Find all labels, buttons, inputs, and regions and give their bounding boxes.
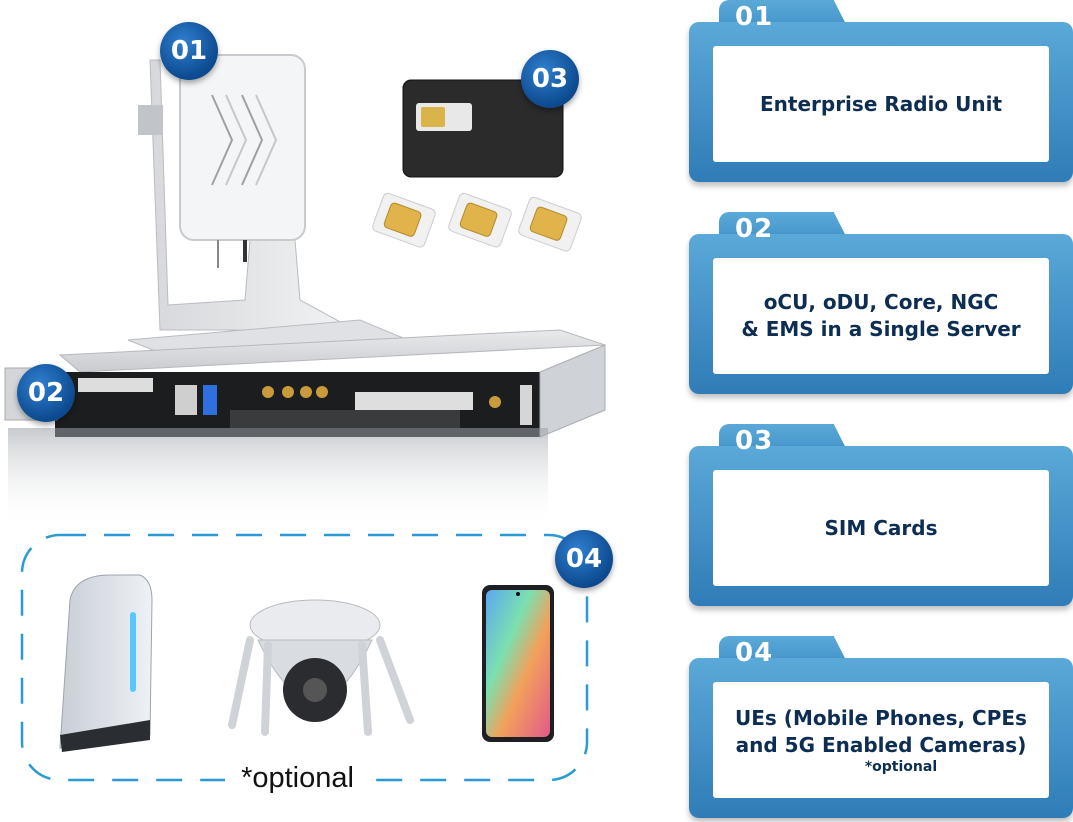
cpe-icon	[59, 574, 153, 752]
card-label: SIM Cards	[824, 515, 938, 540]
radio-unit-icon	[127, 54, 421, 366]
sim-card-icon	[372, 79, 582, 252]
card-inner: oCU, oDU, Core, NGC & EMS in a Single Se…	[713, 258, 1049, 374]
card-inner: SIM Cards	[713, 470, 1049, 586]
card-label: oCU, oDU, Core, NGC & EMS in a Single Se…	[741, 290, 1021, 341]
camera-icon	[228, 599, 414, 736]
card-01: Enterprise Radio Unit 01	[689, 0, 1073, 185]
card-body: SIM Cards	[689, 446, 1073, 606]
card-number: 03	[735, 426, 774, 456]
card-inner: UEs (Mobile Phones, CPEs and 5G Enabled …	[713, 682, 1049, 798]
card-number: 01	[735, 2, 774, 32]
card-number: 02	[735, 214, 774, 244]
badge-04: 04	[555, 530, 613, 588]
badge-02: 02	[17, 364, 75, 422]
card-body: Enterprise Radio Unit	[689, 22, 1073, 182]
card-body: oCU, oDU, Core, NGC & EMS in a Single Se…	[689, 234, 1073, 394]
equipment-illustration	[4, 54, 606, 782]
card-label: UEs (Mobile Phones, CPEs and 5G Enabled …	[735, 706, 1027, 757]
server-icon	[4, 329, 606, 438]
card-inner: Enterprise Radio Unit	[713, 46, 1049, 162]
card-03: SIM Cards 03	[689, 424, 1073, 609]
card-sublabel: *optional	[864, 759, 938, 775]
card-04: UEs (Mobile Phones, CPEs and 5G Enabled …	[689, 636, 1073, 821]
badge-01: 01	[160, 22, 218, 80]
card-body: UEs (Mobile Phones, CPEs and 5G Enabled …	[689, 658, 1073, 818]
phone-icon	[482, 585, 554, 742]
badge-03: 03	[521, 50, 579, 108]
card-02: oCU, oDU, Core, NGC & EMS in a Single Se…	[689, 212, 1073, 397]
optional-note: *optional	[225, 762, 370, 795]
card-number: 04	[735, 638, 774, 668]
card-label: Enterprise Radio Unit	[759, 91, 1003, 116]
